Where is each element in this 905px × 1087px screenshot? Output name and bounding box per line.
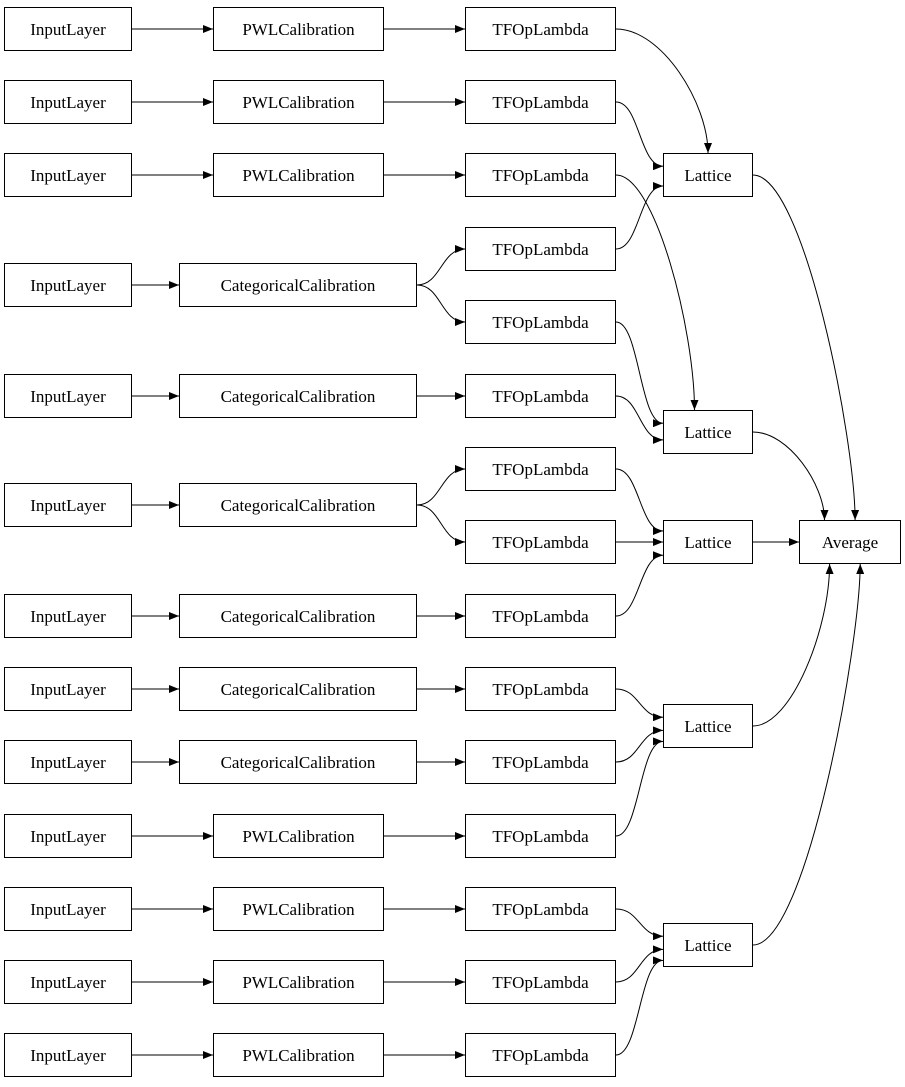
node-inputlayer: InputLayer: [4, 814, 132, 858]
node-inputlayer: InputLayer: [4, 80, 132, 124]
node-tfoplambda: TFOpLambda: [465, 447, 616, 491]
node-tfoplambda: TFOpLambda: [465, 667, 616, 711]
node-lattice: Lattice: [663, 923, 753, 967]
node-tfoplambda: TFOpLambda: [465, 814, 616, 858]
node-pwlcalibration: PWLCalibration: [213, 1033, 384, 1077]
node-lattice: Lattice: [663, 153, 753, 197]
edge-tfo10-lat4: [615, 688, 664, 722]
edge-tfo2-lat1: [615, 101, 664, 171]
edge-tfo6-lat2: [615, 395, 664, 444]
node-tfoplambda: TFOpLambda: [465, 887, 616, 931]
edge-lat2-avg: [752, 431, 829, 521]
edge-tfo1-lat1: [615, 28, 712, 154]
edge-lat1-avg: [752, 174, 860, 521]
node-inputlayer: InputLayer: [4, 1033, 132, 1077]
node-pwlcalibration: PWLCalibration: [213, 153, 384, 197]
node-pwlcalibration: PWLCalibration: [213, 7, 384, 51]
node-inputlayer: InputLayer: [4, 960, 132, 1004]
node-inputlayer: InputLayer: [4, 667, 132, 711]
node-inputlayer: InputLayer: [4, 7, 132, 51]
edge-tfo3-lat2: [615, 174, 699, 411]
node-tfoplambda: TFOpLambda: [465, 1033, 616, 1077]
node-lattice: Lattice: [663, 704, 753, 748]
node-tfoplambda: TFOpLambda: [465, 7, 616, 51]
edge-cat6-tfo7: [416, 465, 466, 506]
node-tfoplambda: TFOpLambda: [465, 227, 616, 271]
edge-lat5-avg: [752, 563, 865, 946]
edge-tfo14-lat5: [615, 945, 664, 983]
node-categoricalcalibration: CategoricalCalibration: [179, 594, 417, 638]
node-categoricalcalibration: CategoricalCalibration: [179, 263, 417, 307]
edge-tfo7-lat3: [615, 468, 664, 535]
node-categoricalcalibration: CategoricalCalibration: [179, 483, 417, 527]
edge-tfo9-lat3: [615, 551, 664, 617]
node-tfoplambda: TFOpLambda: [465, 594, 616, 638]
edge-cat6-tfo8: [416, 504, 466, 546]
node-inputlayer: InputLayer: [4, 594, 132, 638]
node-tfoplambda: TFOpLambda: [465, 80, 616, 124]
node-lattice: Lattice: [663, 520, 753, 564]
edge-tfo4-lat1: [615, 182, 664, 250]
node-tfoplambda: TFOpLambda: [465, 520, 616, 564]
node-tfoplambda: TFOpLambda: [465, 740, 616, 784]
node-inputlayer: InputLayer: [4, 153, 132, 197]
node-inputlayer: InputLayer: [4, 483, 132, 527]
node-pwlcalibration: PWLCalibration: [213, 814, 384, 858]
node-pwlcalibration: PWLCalibration: [213, 960, 384, 1004]
edge-lat4-avg: [752, 563, 834, 727]
node-tfoplambda: TFOpLambda: [465, 960, 616, 1004]
node-tfoplambda: TFOpLambda: [465, 374, 616, 418]
node-categoricalcalibration: CategoricalCalibration: [179, 667, 417, 711]
edge-tfo5-lat2: [615, 321, 664, 428]
node-inputlayer: InputLayer: [4, 263, 132, 307]
node-lattice: Lattice: [663, 410, 753, 454]
edge-cat4-tfo5: [416, 284, 466, 326]
edge-tfo15-lat5: [615, 956, 664, 1056]
node-categoricalcalibration: CategoricalCalibration: [179, 740, 417, 784]
node-tfoplambda: TFOpLambda: [465, 153, 616, 197]
node-pwlcalibration: PWLCalibration: [213, 80, 384, 124]
edge-tfo11-lat4: [615, 726, 664, 763]
edge-tfo13-lat5: [615, 908, 664, 941]
node-inputlayer: InputLayer: [4, 887, 132, 931]
node-average: Average: [799, 520, 901, 564]
node-inputlayer: InputLayer: [4, 374, 132, 418]
node-categoricalcalibration: CategoricalCalibration: [179, 374, 417, 418]
node-pwlcalibration: PWLCalibration: [213, 887, 384, 931]
node-inputlayer: InputLayer: [4, 740, 132, 784]
edge-cat4-tfo4: [416, 245, 466, 286]
edge-tfo12-lat4: [615, 737, 664, 837]
node-tfoplambda: TFOpLambda: [465, 300, 616, 344]
